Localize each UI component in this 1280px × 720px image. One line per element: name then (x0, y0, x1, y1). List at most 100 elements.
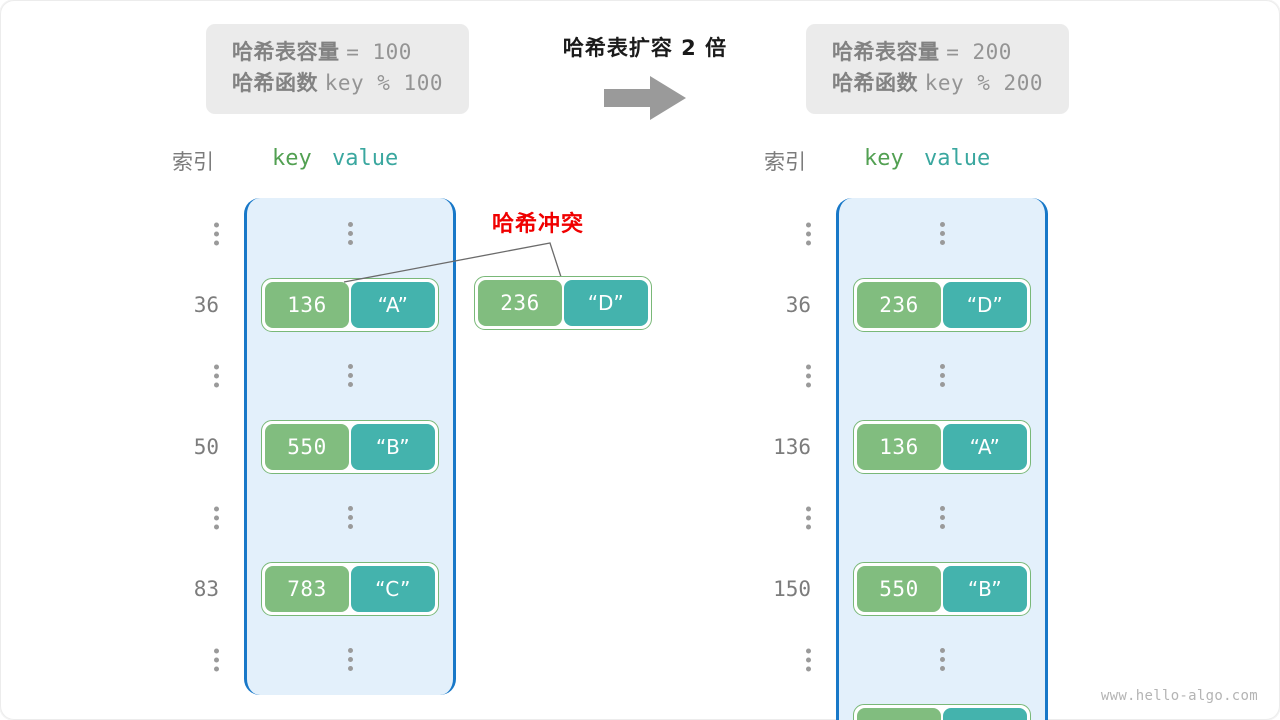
table-row: 150 550“B” (773, 553, 1045, 624)
row-index (214, 648, 219, 671)
header-index-right: 索引 (764, 150, 806, 174)
kv-value: “B” (943, 565, 1027, 612)
kv-value: “C” (943, 707, 1027, 720)
row-index-label: 136 (773, 434, 811, 459)
kv-key: 783 (265, 565, 349, 612)
kv-pair: 783“C” (853, 703, 1031, 720)
row-index: 136 (773, 435, 811, 459)
index-ellipsis-icon (806, 222, 811, 245)
index-ellipsis-icon (214, 222, 219, 245)
table-row (214, 340, 453, 411)
hashfn-line-after: 哈希函数 key % 200 (832, 68, 1043, 99)
kv-pair: 550“B” (261, 419, 439, 474)
index-ellipsis-icon (214, 648, 219, 671)
capacity-value-before: = 100 (346, 40, 412, 64)
table-row (214, 482, 453, 553)
row-index (806, 506, 811, 529)
index-ellipsis-icon (214, 364, 219, 387)
row-index: 36 (786, 293, 811, 317)
hashfn-expr-before: key % 100 (324, 71, 443, 96)
row-index-label: 36 (785, 292, 811, 317)
table-row: 36 236“D” (786, 269, 1045, 340)
row-index (806, 364, 811, 387)
row-index-label: 183 (773, 719, 811, 720)
header-key-right: key (864, 146, 904, 171)
header-value-left: value (332, 146, 399, 171)
hashfn-label-after: 哈希函数 (832, 71, 918, 96)
bucket-container-left: 36 136“A” 50 550“B” 83 783“C” (194, 198, 456, 695)
index-ellipsis-icon (806, 506, 811, 529)
hashfn-label-before: 哈希函数 (232, 71, 318, 96)
kv-pair: 136“A” (853, 419, 1031, 474)
kv-value: “A” (943, 423, 1027, 470)
row-index (214, 506, 219, 529)
kv-pair: 783“C” (261, 561, 439, 616)
cell-ellipsis-icon (939, 222, 945, 245)
header-value-right: value (924, 146, 991, 171)
collision-entry: 236 “D” (474, 276, 652, 330)
transform-title: 哈希表扩容 2 倍 (562, 36, 728, 60)
row-index-label: 36 (193, 292, 219, 317)
capacity-line-before: 哈希表容量 = 100 (232, 37, 443, 68)
row-index (806, 222, 811, 245)
capacity-line-after: 哈希表容量 = 200 (832, 37, 1043, 68)
kv-pair: 136“A” (261, 277, 439, 332)
table-row: 183 783“C” (773, 695, 1045, 720)
kv-key: 550 (857, 565, 941, 612)
watermark: www.hello-algo.com (1100, 688, 1258, 704)
cell-ellipsis-icon (347, 506, 353, 529)
kv-key: 136 (265, 281, 349, 328)
row-index: 83 (194, 577, 219, 601)
kv-value: “A” (351, 281, 435, 328)
header-index-left: 索引 (172, 150, 214, 174)
row-index: 183 (773, 719, 811, 720)
table-row: 83 783“C” (194, 553, 453, 624)
kv-key: 236 (857, 281, 941, 328)
info-box-before: 哈希表容量 = 100 哈希函数 key % 100 (206, 24, 469, 115)
table-row: 50 550“B” (194, 411, 453, 482)
collision-label: 哈希冲突 (492, 212, 585, 237)
cell-ellipsis-icon (939, 506, 945, 529)
index-ellipsis-icon (214, 506, 219, 529)
kv-key: 236 (478, 280, 562, 326)
kv-value: “D” (943, 281, 1027, 328)
row-index (214, 222, 219, 245)
kv-value: “B” (351, 423, 435, 470)
row-index: 36 (194, 293, 219, 317)
index-ellipsis-icon (806, 364, 811, 387)
info-box-after: 哈希表容量 = 200 哈希函数 key % 200 (806, 24, 1069, 115)
kv-key: 136 (857, 423, 941, 470)
row-index (214, 364, 219, 387)
hashfn-line-before: 哈希函数 key % 100 (232, 68, 443, 99)
hashfn-expr-after: key % 200 (924, 71, 1043, 96)
kv-pair: 550“B” (853, 561, 1031, 616)
capacity-label-before: 哈希表容量 (232, 40, 340, 64)
row-index-label: 83 (193, 576, 219, 601)
index-ellipsis-icon (806, 648, 811, 671)
row-index: 150 (773, 577, 811, 601)
row-index (806, 648, 811, 671)
cell-ellipsis-icon (347, 364, 353, 387)
kv-pair: 236 “D” (474, 276, 652, 330)
kv-key: 783 (857, 707, 941, 720)
table-row (806, 340, 1045, 411)
table-row (806, 198, 1045, 269)
cell-ellipsis-icon (939, 364, 945, 387)
cell-ellipsis-icon (347, 648, 353, 671)
table-row (806, 624, 1045, 695)
kv-key: 550 (265, 423, 349, 470)
table-row (214, 624, 453, 695)
row-index: 50 (194, 435, 219, 459)
header-key-left: key (272, 146, 312, 171)
table-row (806, 482, 1045, 553)
table-row: 36 136“A” (194, 269, 453, 340)
row-index-label: 50 (193, 434, 219, 459)
kv-value: “D” (564, 280, 648, 326)
kv-pair: 236“D” (853, 277, 1031, 332)
capacity-label-after: 哈希表容量 (832, 40, 940, 64)
table-row (214, 198, 453, 269)
cell-ellipsis-icon (347, 222, 353, 245)
capacity-value-after: = 200 (946, 40, 1012, 64)
